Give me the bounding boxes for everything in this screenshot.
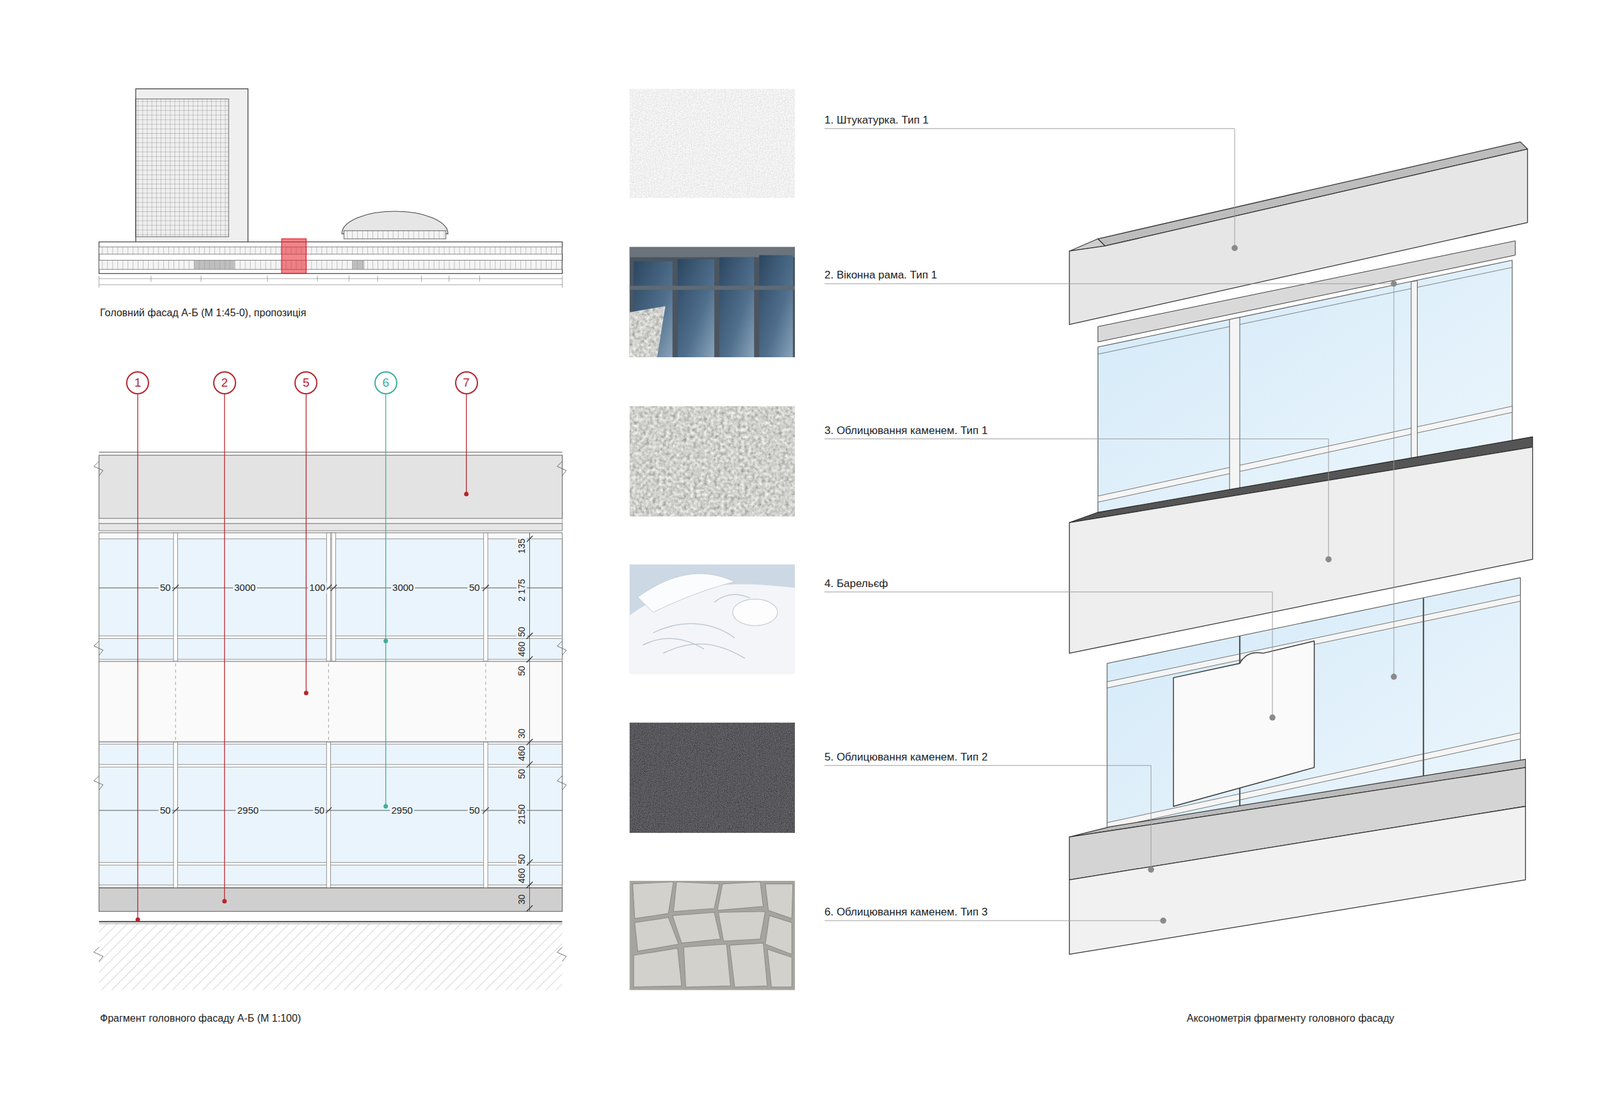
axonometry xyxy=(1069,142,1533,955)
dimension: 3000 xyxy=(232,582,257,594)
callout-number: 5 xyxy=(294,371,318,395)
dimension: 2950 xyxy=(390,804,415,816)
dimension: 460 xyxy=(516,640,527,658)
main-elevation xyxy=(99,88,563,288)
material-label: 3. Облицювання каменем. Тип 1 xyxy=(824,424,988,438)
callout-number: 6 xyxy=(374,371,398,395)
callout-number: 7 xyxy=(455,371,479,395)
dimension: 50 xyxy=(158,804,173,816)
dimension: 2950 xyxy=(236,804,260,816)
leader-dots xyxy=(1148,245,1398,924)
material-leaders xyxy=(824,128,1394,921)
dimension: 3000 xyxy=(391,582,415,594)
material-label: 4. Барельєф xyxy=(824,577,888,591)
dimension: 460 xyxy=(516,866,527,884)
dimension: 30 xyxy=(516,892,527,906)
dimension: 50 xyxy=(467,582,482,594)
callout-text: 2 xyxy=(220,376,228,389)
material-swatches xyxy=(629,88,795,991)
dimension: 50 xyxy=(467,804,482,816)
dimension: 50 xyxy=(516,767,527,781)
callout-number: 1 xyxy=(126,371,150,395)
caption: Аксонометрія фрагменту головного фасаду xyxy=(1186,1012,1394,1024)
facade-fragment xyxy=(94,451,567,990)
callout-text: 7 xyxy=(462,376,470,389)
callout-number: 2 xyxy=(213,371,237,395)
material-label: 1. Штукатурка. Тип 1 xyxy=(824,113,929,127)
callout-leaders xyxy=(135,393,469,922)
dimension: 50 xyxy=(516,853,527,866)
callout-text: 6 xyxy=(382,376,390,389)
callout-text: 5 xyxy=(302,376,310,389)
callout-text: 1 xyxy=(134,376,142,389)
material-label: 5. Облицювання каменем. Тип 2 xyxy=(824,750,988,764)
dimension: 2150 xyxy=(516,803,527,826)
dimension: 460 xyxy=(516,744,527,762)
material-label: 6. Облицювання каменем. Тип 3 xyxy=(824,906,988,920)
dimension: 50 xyxy=(516,625,527,639)
dimension: 30 xyxy=(516,727,527,741)
dimension: 50 xyxy=(516,664,527,678)
dimension: 50 xyxy=(158,582,173,594)
dimension: 135 xyxy=(516,536,527,555)
caption: Фрагмент головного фасаду А-Б (М 1:100) xyxy=(99,1012,301,1024)
caption: Головний фасад А-Б (М 1:45-0), пропозиці… xyxy=(99,307,306,319)
dimension: 2 175 xyxy=(516,577,527,603)
dimension: 100 xyxy=(307,582,327,594)
material-label: 2. Віконна рама. Тип 1 xyxy=(824,269,937,283)
dimension: 50 xyxy=(312,805,326,816)
